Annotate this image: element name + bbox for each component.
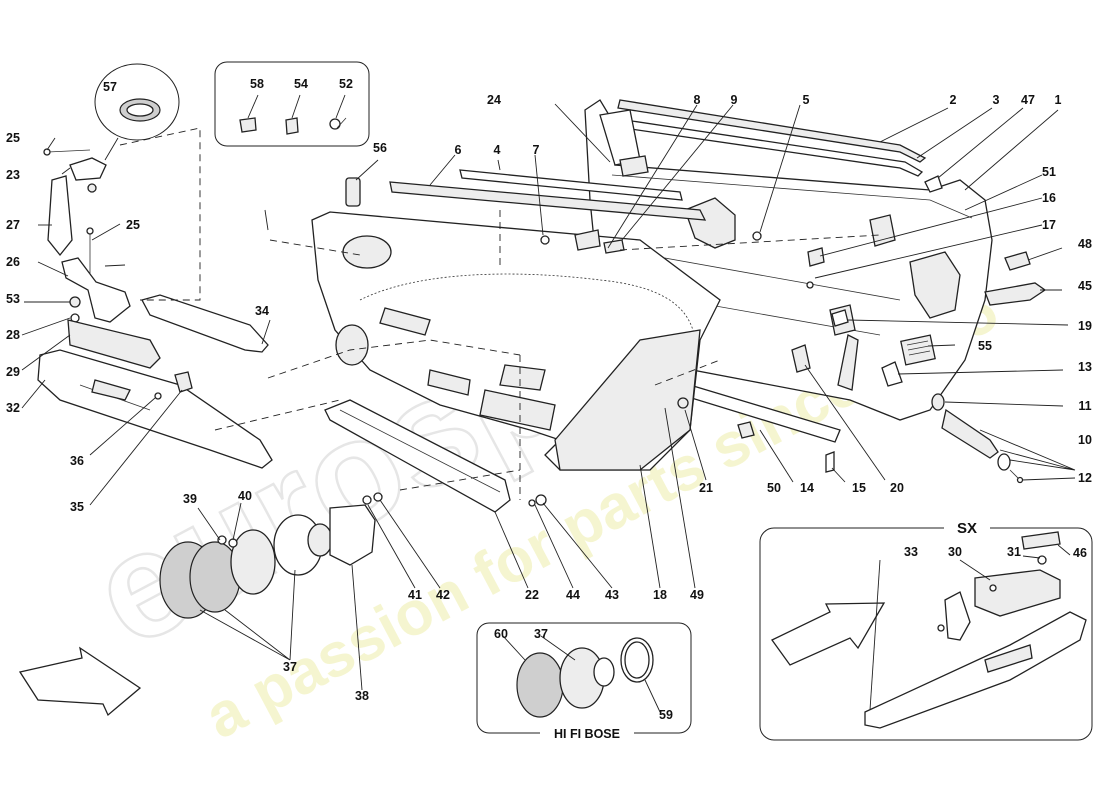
callout-22: 22	[525, 588, 539, 602]
inset-57	[94, 63, 180, 161]
callout-42: 42	[436, 588, 450, 602]
hifi-bose-label: HI FI BOSE	[554, 727, 620, 741]
callout-15: 15	[852, 481, 866, 495]
callout-36: 36	[70, 454, 84, 468]
inset-hifi-box: HI FI BOSE	[476, 622, 692, 741]
callout-13: 13	[1078, 360, 1092, 374]
callout-45: 45	[1078, 279, 1092, 293]
direction-arrow	[18, 646, 142, 717]
callout-57: 57	[103, 80, 117, 94]
callout-59: 59	[659, 708, 673, 722]
callout-47: 47	[1021, 93, 1035, 107]
callout-11: 11	[1078, 399, 1091, 413]
callout-20: 20	[890, 481, 904, 495]
callout-27: 27	[6, 218, 20, 232]
callout-35: 35	[70, 500, 84, 514]
callout-43: 43	[605, 588, 619, 602]
callout-39: 39	[183, 492, 197, 506]
callout-55: 55	[978, 339, 992, 353]
callout-8: 8	[694, 93, 701, 107]
left-handle-assembly	[37, 148, 273, 469]
callout-numbers: 1 2 3 4 5 6 7 8 9 10 11 12 13 14 15 16 1…	[6, 77, 1092, 722]
sx-label: SX	[957, 520, 977, 537]
speaker-assembly	[159, 492, 547, 619]
callout-21: 21	[699, 481, 713, 495]
callout-2: 2	[950, 93, 957, 107]
callout-34: 34	[255, 304, 269, 318]
callout-44: 44	[566, 588, 580, 602]
callout-51: 51	[1042, 165, 1056, 179]
misc-small-parts	[345, 177, 1047, 484]
door-trim-panel	[311, 211, 721, 471]
callout-46: 46	[1073, 546, 1087, 560]
callout-16: 16	[1042, 191, 1056, 205]
callout-49: 49	[690, 588, 704, 602]
callout-41: 41	[408, 588, 422, 602]
callout-53: 53	[6, 292, 20, 306]
callout-50: 50	[767, 481, 781, 495]
inset-clips-box	[214, 61, 370, 147]
callout-14: 14	[800, 481, 814, 495]
callout-37a: 37	[283, 660, 297, 674]
callout-28: 28	[6, 328, 20, 342]
callout-38: 38	[355, 689, 369, 703]
callout-18: 18	[653, 588, 667, 602]
trim-strips	[389, 169, 707, 221]
callout-54: 54	[294, 77, 308, 91]
leader-lines	[21, 94, 1076, 713]
callout-23: 23	[6, 168, 20, 182]
callout-31: 31	[1007, 545, 1021, 559]
callout-40: 40	[238, 489, 252, 503]
callout-1: 1	[1055, 93, 1062, 107]
callout-9: 9	[731, 93, 738, 107]
callout-37b: 37	[534, 627, 548, 641]
callout-3: 3	[993, 93, 1000, 107]
inset-sx-box: SX	[759, 517, 1093, 741]
callout-30: 30	[948, 545, 962, 559]
callout-7: 7	[533, 143, 540, 157]
callout-19: 19	[1078, 319, 1092, 333]
callout-25a: 25	[6, 131, 20, 145]
armrest-22	[324, 399, 511, 513]
callout-5: 5	[803, 93, 810, 107]
callout-48: 48	[1078, 237, 1092, 251]
callout-60: 60	[494, 627, 508, 641]
callout-32: 32	[6, 401, 20, 415]
callout-25b: 25	[126, 218, 140, 232]
callout-10: 10	[1078, 433, 1092, 447]
callout-4: 4	[494, 143, 501, 157]
callout-12: 12	[1078, 471, 1092, 485]
assembly-dash-lines	[119, 127, 881, 500]
callout-24: 24	[487, 93, 501, 107]
callout-52: 52	[339, 77, 353, 91]
callout-58: 58	[250, 77, 264, 91]
callout-26: 26	[6, 255, 20, 269]
callout-29: 29	[6, 365, 20, 379]
callout-56: 56	[373, 141, 387, 155]
callout-33: 33	[904, 545, 918, 559]
callout-6: 6	[455, 143, 462, 157]
callout-17: 17	[1042, 218, 1056, 232]
